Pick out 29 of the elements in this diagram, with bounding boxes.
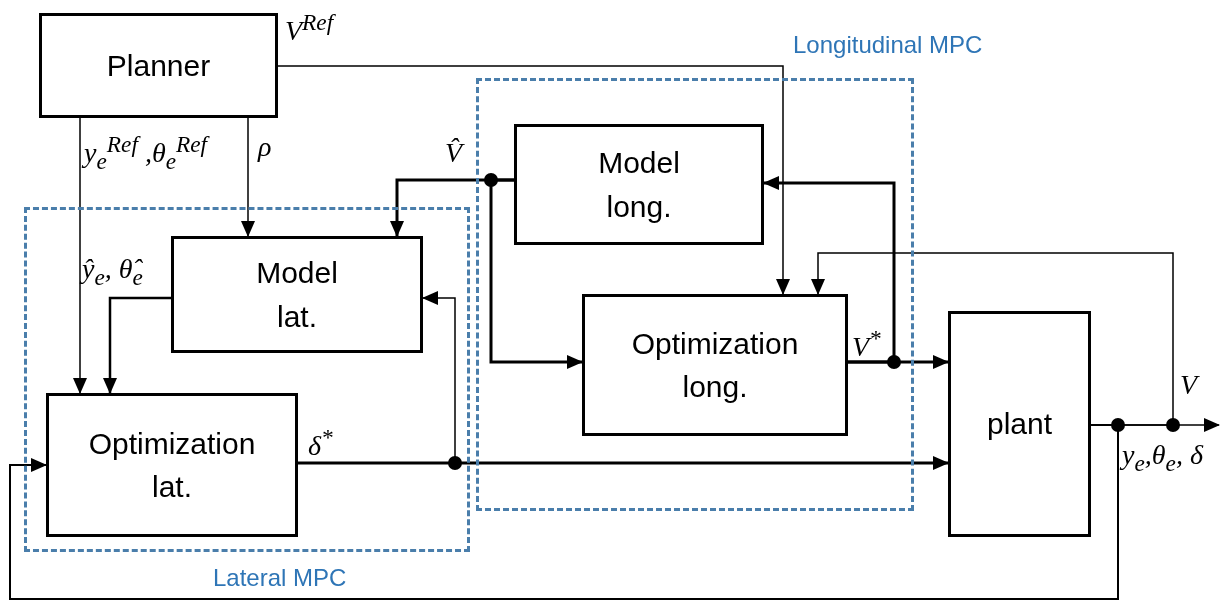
box-label: Optimization long. <box>630 325 800 405</box>
process-box <box>46 393 298 537</box>
process-box <box>39 13 278 118</box>
arrow <box>763 176 896 364</box>
group-title: Longitudinal MPC <box>793 31 983 59</box>
process-box <box>948 311 1091 537</box>
box-label: Model lat. <box>255 255 339 335</box>
edge-label: ρ <box>258 132 272 163</box>
edge-label: V$^{Ref}$ <box>285 10 334 48</box>
process-box <box>582 294 848 436</box>
edge-label: V <box>1180 370 1198 401</box>
arrow <box>811 252 1174 426</box>
edge-label: δ$^{*}$ <box>308 425 333 463</box>
arrow <box>241 117 255 237</box>
arrow <box>9 424 1119 600</box>
box-label: plant <box>986 406 1053 443</box>
box-label: Optimization lat. <box>87 425 257 505</box>
edge-label: V$^{*}$ <box>852 326 881 364</box>
arrow <box>103 296 171 394</box>
arrow <box>298 456 949 470</box>
process-box <box>171 236 423 353</box>
group-title: Lateral MPC <box>213 564 347 592</box>
edge-label: V̂ <box>445 138 463 169</box>
arrow <box>73 117 87 394</box>
box-label: Model long. <box>597 145 681 225</box>
arrow <box>277 65 790 295</box>
arrow <box>489 178 583 369</box>
box-label: Planner <box>106 47 211 84</box>
process-box <box>514 124 764 245</box>
